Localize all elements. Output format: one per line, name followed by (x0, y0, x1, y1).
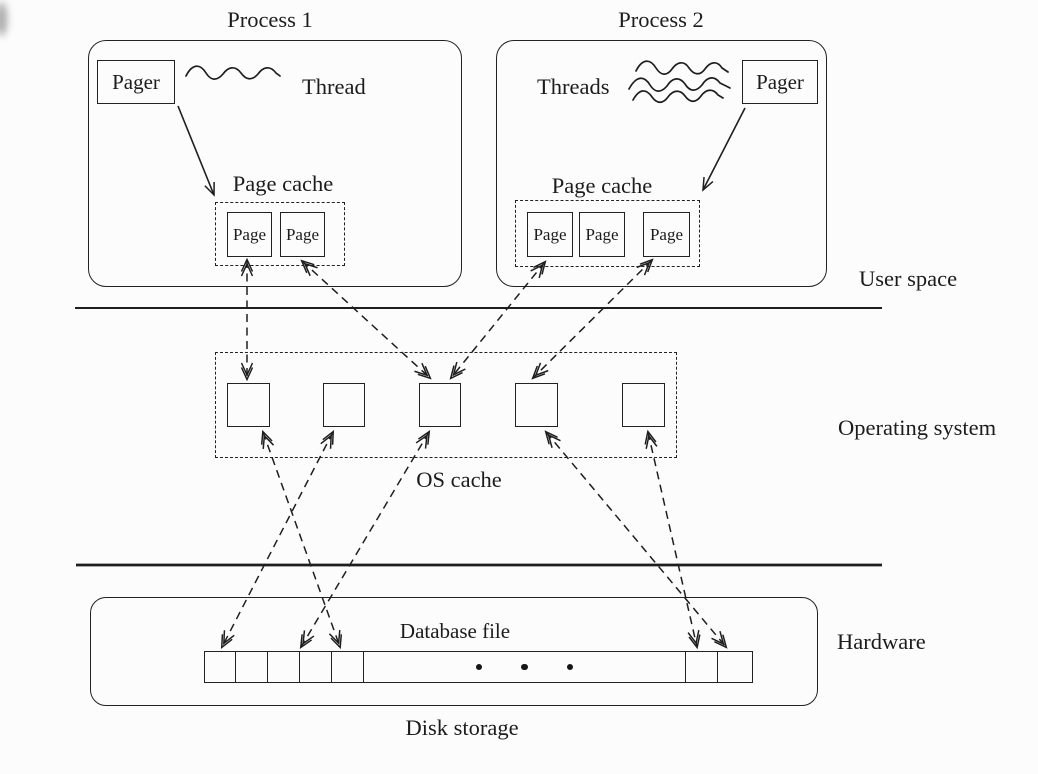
page-label: Page (285, 224, 320, 244)
ellipsis-dot (566, 663, 574, 671)
os-cache-slot-5 (622, 383, 665, 427)
disk-block (718, 652, 752, 682)
process1-box (88, 40, 462, 287)
process2-page-3: Page (643, 212, 690, 257)
process2-pager-box: Pager (742, 60, 818, 104)
page-label: Page (649, 224, 684, 244)
pager-label: Pager (756, 69, 804, 94)
page-label: Page (232, 224, 267, 244)
operating-system-label: Operating system (838, 415, 997, 440)
hardware-label: Hardware (837, 629, 926, 654)
process2-threads-label: Threads (537, 74, 610, 99)
process1-title: Process 1 (227, 7, 313, 32)
disk-block (686, 652, 718, 682)
os-cache-box (215, 352, 677, 458)
process2-page-1: Page (527, 212, 573, 257)
scan-artifact (0, 2, 7, 36)
process1-pager-box: Pager (97, 60, 175, 104)
os-cache-slot-4 (515, 383, 558, 427)
disk-block (300, 652, 332, 682)
page-label: Page (585, 224, 619, 244)
disk-block (205, 652, 236, 682)
process1-thread-label: Thread (302, 74, 366, 99)
database-file-label: Database file (399, 619, 511, 643)
process2-box (496, 40, 827, 287)
disk-block (268, 652, 300, 682)
process2-page-2: Page (579, 212, 625, 257)
ellipsis-dot (475, 663, 483, 671)
database-file-strip (204, 651, 753, 683)
disk-block (236, 652, 268, 682)
ellipsis-dot (521, 663, 528, 671)
user-space-label: User space (859, 266, 958, 291)
process1-page-cache-box (215, 202, 345, 266)
disk-block-ellipsis (364, 652, 686, 682)
disk-storage-label: Disk storage (405, 715, 519, 740)
process2-title: Process 2 (618, 7, 704, 32)
process1-page-cache-label: Page cache (232, 171, 334, 196)
process2-page-cache-label: Page cache (551, 173, 653, 198)
process1-page-2: Page (280, 212, 325, 257)
os-cache-label: OS cache (416, 467, 502, 492)
os-cache-slot-3 (419, 383, 461, 427)
process1-page-1: Page (227, 212, 272, 257)
os-cache-slot-1 (227, 383, 270, 427)
disk-storage-box (90, 597, 818, 706)
pager-label: Pager (112, 69, 160, 94)
page-label: Page (533, 224, 567, 244)
disk-block (332, 652, 364, 682)
os-cache-slot-2 (323, 383, 365, 427)
